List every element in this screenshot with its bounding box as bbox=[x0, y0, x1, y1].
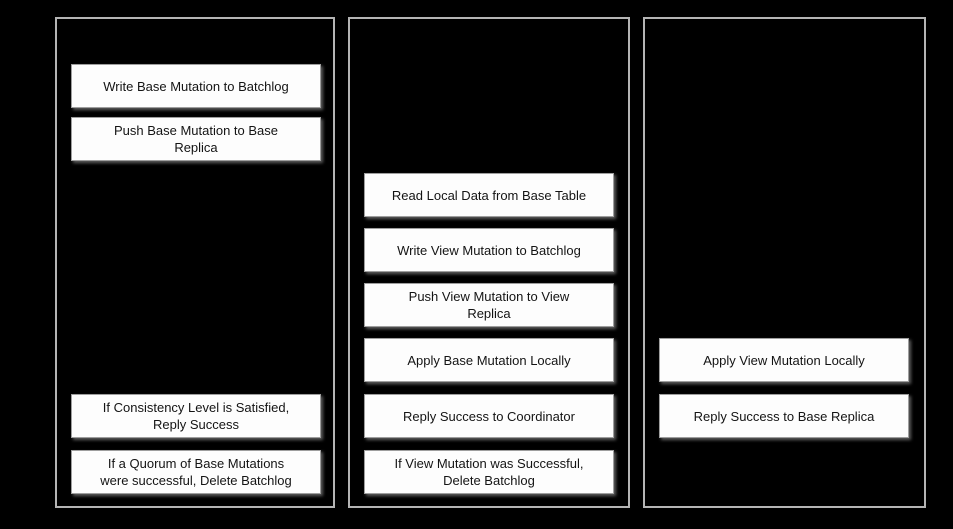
step-apply-view-mutation-locally: Apply View Mutation Locally bbox=[659, 338, 909, 382]
step-push-base-mutation-to-base-replica: Push Base Mutation to Base Replica bbox=[71, 117, 321, 161]
step-apply-base-mutation-locally: Apply Base Mutation Locally bbox=[364, 338, 614, 382]
step-write-view-mutation-to-batchlog: Write View Mutation to Batchlog bbox=[364, 228, 614, 272]
step-reply-success-to-base-replica: Reply Success to Base Replica bbox=[659, 394, 909, 438]
lane-3: Apply View Mutation Locally Reply Succes… bbox=[643, 17, 926, 508]
step-reply-success-to-coordinator: Reply Success to Coordinator bbox=[364, 394, 614, 438]
step-push-view-mutation-to-view-replica: Push View Mutation to View Replica bbox=[364, 283, 614, 327]
step-quorum-base-mutations-delete-batchlog: If a Quorum of Base Mutations were succe… bbox=[71, 450, 321, 494]
lane-2: Read Local Data from Base Table Write Vi… bbox=[348, 17, 630, 508]
lane-1: Write Base Mutation to Batchlog Push Bas… bbox=[55, 17, 335, 508]
step-read-local-data-from-base-table: Read Local Data from Base Table bbox=[364, 173, 614, 217]
step-write-base-mutation-to-batchlog: Write Base Mutation to Batchlog bbox=[71, 64, 321, 108]
step-consistency-level-satisfied-reply-success: If Consistency Level is Satisfied, Reply… bbox=[71, 394, 321, 438]
step-view-mutation-successful-delete-batchlog: If View Mutation was Successful, Delete … bbox=[364, 450, 614, 494]
